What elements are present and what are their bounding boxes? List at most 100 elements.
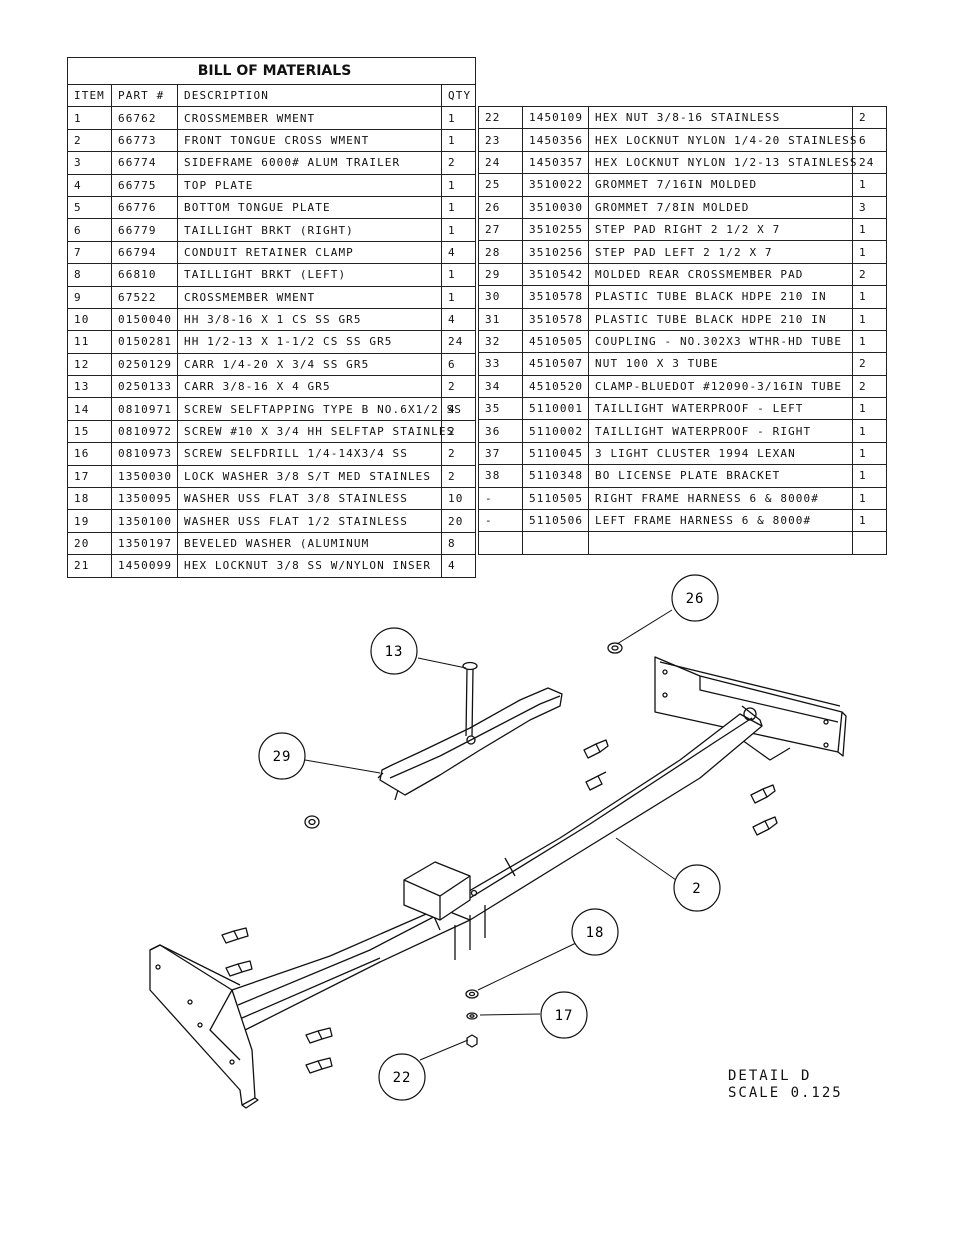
qty-cell: 2 [441,419,476,444]
item-cell: 21 [67,554,112,578]
qty-cell: 1 [852,173,887,197]
description-cell: MOLDED REAR CROSSMEMBER PAD [588,262,853,287]
description-cell: CARR 1/4-20 X 3/4 SS GR5 [177,352,442,377]
molded-rear-crossmember-pad [377,687,563,801]
description-cell: 3 LIGHT CLUSTER 1994 LEXAN [588,441,853,466]
part-cell: 67522 [111,285,178,309]
qty-cell: 4 [441,554,476,578]
description-cell: HEX LOCKNUT 3/8 SS W/NYLON INSER [177,554,442,578]
qty-cell: 1 [852,419,887,443]
part-cell: 3510542 [522,262,589,287]
qty-cell: 1 [852,240,887,264]
part-cell: 0250129 [111,352,178,377]
callout-2: 2 [673,864,721,912]
callout-18: 18 [571,908,619,956]
qty-cell: 10 [441,487,476,511]
bom-title: BILL OF MATERIALS [67,57,476,85]
part-cell: 0810972 [111,419,178,444]
qty-cell: 24 [441,330,476,354]
part-cell: 66776 [111,195,178,220]
qty-cell: 1 [852,307,887,331]
grommet-loose [304,815,320,829]
description-cell: WASHER USS FLAT 3/8 STAINLESS [177,487,442,511]
part-cell: 3510030 [522,195,589,219]
callout-22: 22 [378,1053,426,1101]
description-cell: CROSSMEMBER WMENT [177,285,442,309]
callout-number: 2 [692,881,701,897]
description-cell: BO LICENSE PLATE BRACKET [588,464,853,488]
description-cell: LOCK WASHER 3/8 S/T MED STAINLES [177,464,442,489]
qty-cell: 1 [441,285,476,309]
item-cell: 37 [478,441,523,466]
washers-and-nut [465,989,479,1048]
qty-cell: 3 [852,195,887,219]
qty-cell: 1 [852,464,887,488]
qty-cell: 6 [441,352,476,377]
description-cell: SCREW SELFDRILL 1/4-14X3/4 SS [177,442,442,466]
item-cell: 31 [478,307,523,331]
description-cell: PLASTIC TUBE BLACK HDPE 210 IN [588,285,853,309]
front-tongue-cross-weldment [231,705,763,1031]
qty-cell: 20 [441,509,476,533]
qty-cell: 4 [441,307,476,332]
description-cell: TAILLIGHT WATERPROOF - LEFT [588,397,853,421]
qty-cell: 2 [441,442,476,466]
item-cell: 17 [67,464,112,489]
part-cell: 0150281 [111,330,178,354]
item-cell: 28 [478,240,523,264]
item-cell: 34 [478,374,523,399]
part-cell: 3510578 [522,307,589,331]
qty-cell: 1 [441,263,476,287]
item-cell: 30 [478,285,523,309]
part-cell: 1350095 [111,487,178,511]
description-cell: COUPLING - NO.302X3 WTHR-HD TUBE [588,329,853,354]
part-cell: 0810971 [111,397,178,421]
callout-number: 18 [586,925,605,941]
qty-cell: 1 [852,285,887,309]
description-cell: TAILLIGHT WATERPROOF - RIGHT [588,419,853,443]
qty-cell: 1 [852,441,887,466]
qty-cell: 4 [441,397,476,421]
description-cell: CLAMP-BLUEDOT #12090-3/16IN TUBE [588,374,853,399]
left-end-plate [149,944,259,1109]
item-cell: 25 [478,173,523,197]
part-cell: 66794 [111,240,178,265]
qty-cell [852,531,887,555]
part-cell: 5110348 [522,464,589,488]
part-cell: 0150040 [111,307,178,332]
right-end-plate [654,656,847,761]
part-cell: 4510507 [522,352,589,376]
part-cell: 5110045 [522,441,589,466]
item-cell: 29 [478,262,523,287]
description-cell: HEX LOCKNUT NYLON 1/4-20 STAINLESS [588,128,856,152]
item-cell: 13 [67,375,112,399]
qty-cell: 2 [441,375,476,399]
item-cell: - [478,486,523,511]
callout-26: 26 [671,574,719,622]
qty-cell: 1 [852,486,887,511]
part-cell: 1450357 [522,150,589,175]
qty-cell: 1 [852,397,887,421]
description-cell: CONDUIT RETAINER CLAMP [177,240,442,265]
hex-bolts [221,739,778,1074]
callout-number: 29 [273,749,292,765]
part-cell: 66774 [111,151,178,175]
description-cell: TOP PLATE [177,173,442,197]
part-cell: 0810973 [111,442,178,466]
